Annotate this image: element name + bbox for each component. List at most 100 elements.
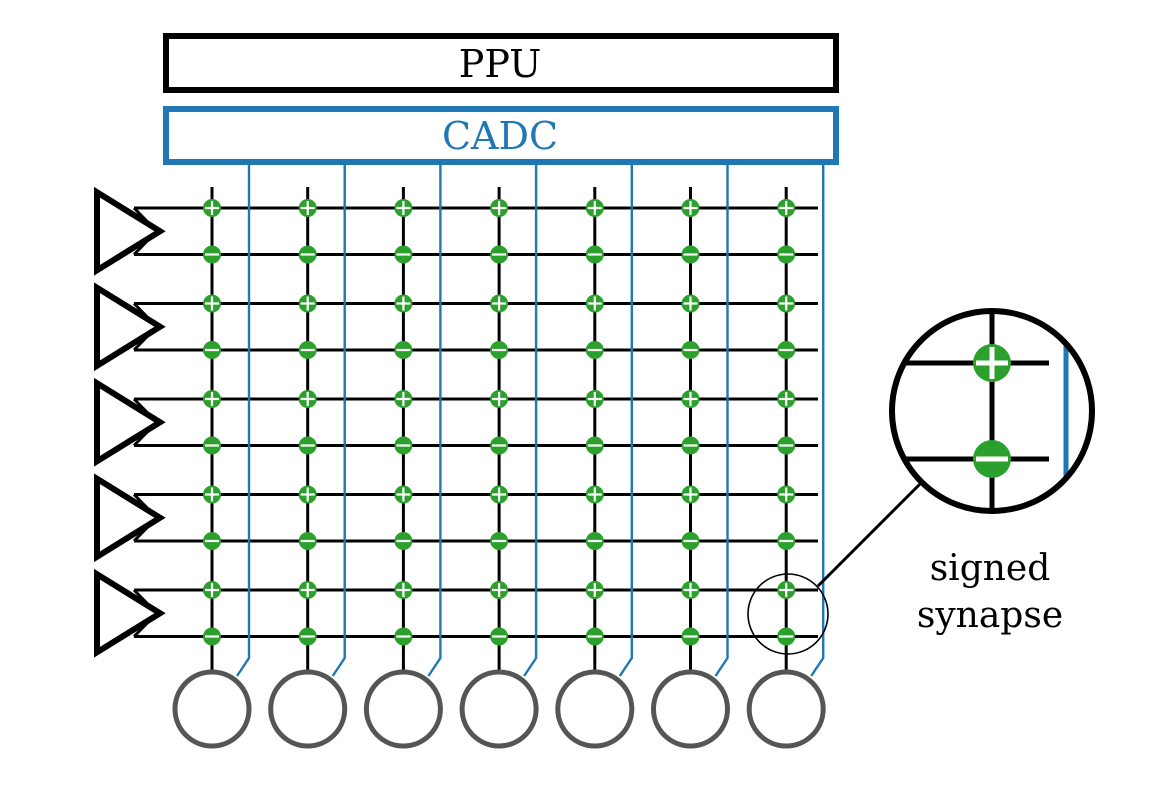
neuron-circle-icon bbox=[555, 669, 635, 749]
plus-synapse-icon bbox=[394, 294, 413, 313]
plus-synapse-icon bbox=[777, 199, 796, 217]
minus-synapse-icon bbox=[777, 436, 796, 455]
plus-synapse-icon bbox=[490, 199, 509, 217]
minus-synapse-icon bbox=[490, 627, 509, 646]
neuron-circle-icon bbox=[363, 669, 443, 749]
plus-synapse-icon bbox=[490, 390, 509, 408]
minus-synapse-icon bbox=[585, 532, 604, 550]
cadc-readout-line bbox=[810, 162, 825, 677]
plus-synapse-icon bbox=[203, 294, 221, 313]
signed-synapse-inset bbox=[889, 308, 1095, 514]
neuron-circle-icon bbox=[746, 669, 826, 749]
cadc-readout-line bbox=[618, 162, 633, 677]
plus-synapse-icon bbox=[490, 485, 509, 504]
plus-synapse-icon bbox=[490, 581, 509, 599]
plus-synapse-icon bbox=[394, 485, 413, 504]
plus-synapse-icon bbox=[681, 485, 700, 504]
plus-synapse-icon bbox=[777, 294, 796, 313]
cadc-label: CADC bbox=[442, 114, 558, 158]
cadc-readout-line bbox=[714, 162, 729, 677]
neuron-circle-icon bbox=[459, 669, 539, 749]
driver-lead bbox=[132, 397, 149, 414]
plus-synapse-icon bbox=[681, 390, 700, 408]
minus-synapse-icon bbox=[394, 245, 413, 264]
minus-synapse-icon bbox=[585, 627, 604, 646]
ppu-box bbox=[163, 33, 839, 93]
plus-synapse-icon bbox=[777, 485, 796, 504]
plus-synapse-icon bbox=[298, 581, 317, 599]
driver-lead bbox=[132, 622, 149, 638]
minus-synapse-icon bbox=[490, 341, 509, 359]
neuron-circle-icon bbox=[651, 669, 730, 749]
cadc-box bbox=[163, 106, 839, 165]
minus-synapse-icon bbox=[681, 532, 700, 550]
synapse-drivers bbox=[94, 186, 166, 658]
driver-lead bbox=[132, 588, 149, 605]
minus-synapse-icon bbox=[203, 532, 221, 550]
triangle-driver-icon bbox=[94, 473, 166, 563]
zoom-connector-line bbox=[816, 482, 922, 588]
cadc-readout-line bbox=[523, 162, 538, 677]
cadc-readout-line bbox=[427, 162, 442, 677]
cadc-readout-line bbox=[331, 162, 346, 677]
minus-synapse-icon bbox=[681, 245, 700, 264]
plus-synapse-icon bbox=[298, 294, 317, 313]
driver-lead bbox=[132, 493, 149, 509]
minus-synapse-icon bbox=[777, 245, 796, 264]
ppu-label: PPU bbox=[459, 42, 542, 86]
minus-synapse-icon bbox=[585, 245, 604, 264]
minus-synapse-icon bbox=[394, 341, 413, 359]
driver-lead bbox=[132, 240, 149, 256]
plus-synapse-icon bbox=[394, 199, 413, 217]
minus-synapse-icon bbox=[490, 436, 509, 455]
plus-synapse-icon bbox=[585, 485, 604, 504]
minus-synapse-icon bbox=[298, 245, 317, 264]
driver-lead bbox=[132, 302, 149, 318]
plus-synapse-icon bbox=[585, 294, 604, 313]
plus-synapse-icon bbox=[298, 485, 317, 504]
minus-synapse-icon bbox=[203, 436, 221, 455]
inset-caption-line2: synapse bbox=[917, 595, 1063, 636]
synapses bbox=[203, 199, 796, 646]
minus-synapse-icon bbox=[203, 627, 221, 646]
minus-synapse-icon bbox=[394, 436, 413, 455]
driver-lead bbox=[132, 526, 149, 543]
cadc-readout-lines bbox=[236, 162, 825, 677]
row-lines bbox=[134, 206, 818, 638]
cadc-readout-line bbox=[236, 162, 251, 677]
cadc-block: CADC bbox=[163, 106, 839, 165]
plus-synapse-icon bbox=[585, 199, 604, 217]
minus-synapse-icon bbox=[490, 532, 509, 550]
plus-synapse-icon bbox=[681, 581, 700, 599]
plus-synapse-icon bbox=[777, 581, 796, 599]
driver-lead bbox=[132, 206, 149, 223]
magnifier-circle-icon bbox=[889, 308, 1095, 514]
plus-synapse-icon bbox=[203, 581, 221, 599]
triangle-driver-icon bbox=[94, 568, 166, 658]
zoom-highlight-circle bbox=[747, 573, 829, 655]
neurons bbox=[172, 669, 826, 749]
triangle-driver-icon bbox=[94, 186, 166, 276]
plus-synapse-icon bbox=[203, 485, 221, 504]
ppu-block: PPU bbox=[163, 33, 839, 93]
minus-synapse-icon bbox=[203, 245, 221, 264]
plus-synapse-icon bbox=[681, 199, 700, 217]
plus-synapse-icon bbox=[585, 581, 604, 599]
minus-synapse-icon bbox=[777, 532, 796, 550]
triangle-driver-icon bbox=[94, 377, 166, 467]
triangle-driver-icon bbox=[94, 282, 166, 372]
minus-synapse-icon bbox=[681, 341, 700, 359]
plus-synapse-icon bbox=[681, 294, 700, 313]
plus-synapse-icon bbox=[394, 581, 413, 599]
minus-synapse-icon bbox=[394, 627, 413, 646]
minus-synapse-icon bbox=[394, 532, 413, 550]
plus-synapse-icon bbox=[973, 344, 1011, 382]
plus-synapse-icon bbox=[298, 390, 317, 408]
driver-lead bbox=[132, 431, 149, 447]
minus-synapse-icon bbox=[681, 627, 700, 646]
neuron-circle-icon bbox=[172, 669, 252, 749]
minus-synapse-icon bbox=[490, 245, 509, 264]
minus-synapse-icon bbox=[585, 341, 604, 359]
minus-synapse-icon bbox=[203, 341, 221, 359]
